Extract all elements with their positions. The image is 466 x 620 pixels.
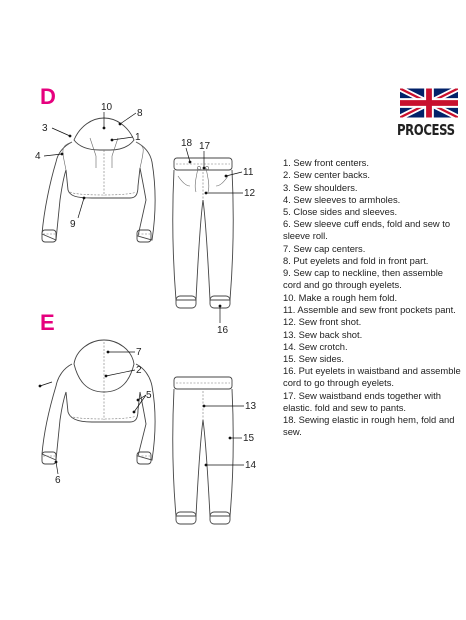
callout-8: 8 <box>137 108 143 119</box>
process-step: 18. Sewing elastic in rough hem, fold an… <box>283 414 455 438</box>
callout-12: 12 <box>244 188 256 199</box>
callout-16: 17 <box>199 141 211 152</box>
process-step: 11. Assemble and sew front pockets pant. <box>283 303 456 315</box>
section-letter-d: D <box>40 84 56 109</box>
callout-18: 16 <box>217 325 229 336</box>
callout-11: 11 <box>243 167 254 178</box>
callout-10: 9 <box>70 219 76 230</box>
process-step: 14. Sew crotch. <box>283 340 348 352</box>
process-step: 9. Sew cap to neckline, then assemble co… <box>283 267 443 291</box>
process-step: 7. Sew cap centers. <box>283 242 366 254</box>
callouts-e: 7 2 5 6 <box>38 347 152 486</box>
process-step: 8. Put eyelets and fold in front part. <box>283 255 429 267</box>
hoodie-back-drawing-e <box>41 339 156 465</box>
process-step: 17. Sew waistband ends together with ela… <box>283 389 441 413</box>
process-label: PROCESS <box>397 121 455 139</box>
callout-14: 14 <box>245 460 257 471</box>
callouts-d: 10 8 3 1 4 9 <box>35 102 143 230</box>
callout-7: 7 <box>136 347 142 358</box>
callout-2: 2 <box>136 365 142 376</box>
pants-back-drawing-e <box>172 376 234 525</box>
callout-15: 15 <box>243 433 255 444</box>
section-letter-e: E <box>40 310 55 335</box>
hoodie-front-drawing-d <box>41 117 156 243</box>
callout-3: 3 <box>42 123 48 134</box>
process-step: 3. Sew shoulders. <box>283 181 358 193</box>
callout-17: 18 <box>181 138 193 149</box>
process-step: 13. Sew back shot. <box>283 328 363 340</box>
process-step: 1. Sew front centers. <box>283 157 369 168</box>
process-step: 6. Sew sleeve cuff ends, fold and sew to… <box>283 218 451 242</box>
callout-4: 4 <box>35 151 41 162</box>
uk-flag-icon <box>400 88 458 123</box>
callouts-pants-d: 18 17 11 12 16 <box>181 138 256 336</box>
process-step: 4. Sew sleeves to armholes. <box>283 193 401 205</box>
process-step: 10. Make a rough hem fold. <box>283 291 398 303</box>
process-step: 16. Put eyelets in waistband and assembl… <box>283 365 461 389</box>
callout-6: 6 <box>55 475 61 486</box>
process-steps-list: 1. Sew front centers.2. Sew center backs… <box>283 157 463 438</box>
callout-5: 5 <box>146 390 152 401</box>
process-step: 5. Close sides and sleeves. <box>283 206 398 218</box>
callout-1: 1 <box>135 132 141 143</box>
pants-front-drawing-d <box>172 157 234 309</box>
callout-9: 10 <box>101 102 113 113</box>
callout-13: 13 <box>245 401 257 412</box>
callouts-pants-e: 13 15 14 <box>202 401 257 471</box>
process-step: 15. Sew sides. <box>283 353 344 365</box>
process-step: 2. Sew center backs. <box>283 169 371 181</box>
process-step: 12. Sew front shot. <box>283 316 362 328</box>
